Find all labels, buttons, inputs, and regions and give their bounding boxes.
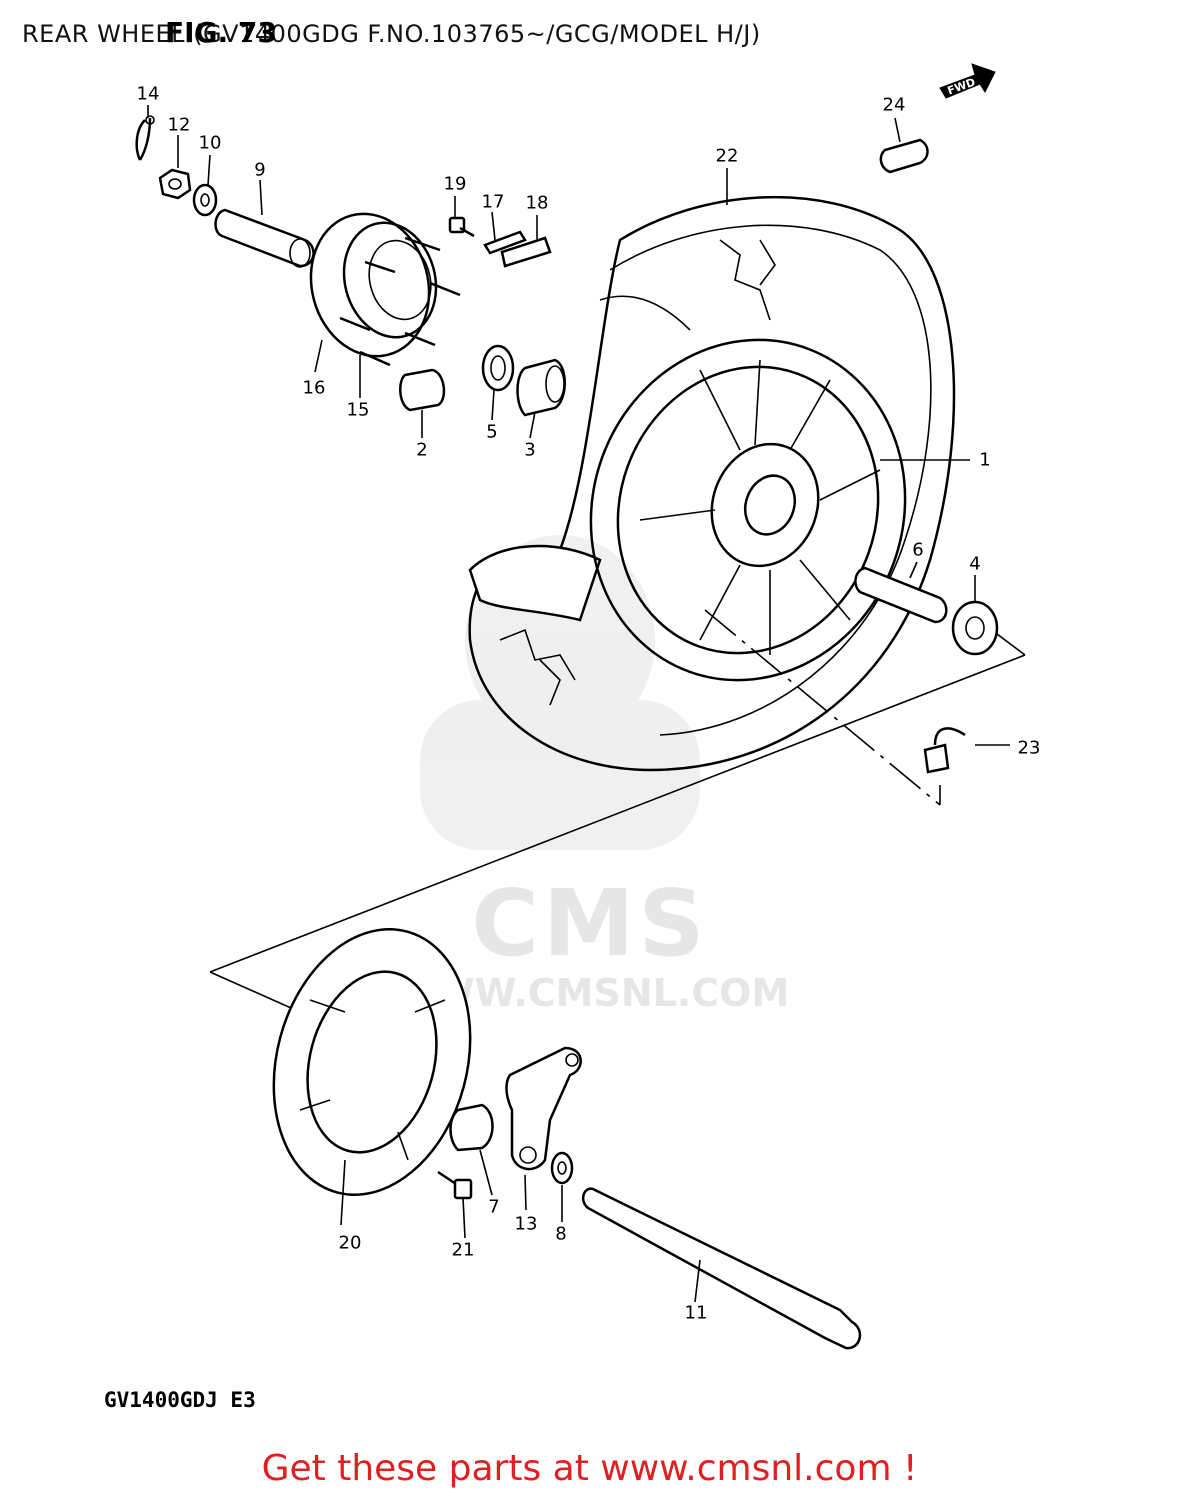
callout-20[interactable]: 20	[338, 1232, 362, 1254]
spacer-6[interactable]	[854, 566, 948, 624]
oil-seal-5[interactable]	[481, 344, 515, 392]
brake-disc[interactable]	[245, 907, 498, 1217]
caliper-bracket[interactable]	[505, 1046, 582, 1171]
callout-18[interactable]: 18	[525, 192, 549, 214]
washer-8[interactable]	[550, 1151, 574, 1185]
balance-weight[interactable]	[879, 138, 929, 174]
callout-19[interactable]: 19	[443, 173, 467, 195]
callout-10[interactable]: 10	[198, 132, 222, 154]
bearing-3[interactable]	[516, 358, 566, 417]
callout-14[interactable]: 14	[136, 83, 160, 105]
cotter-pin[interactable]	[135, 115, 155, 161]
spacer-9[interactable]	[214, 208, 315, 268]
callout-16[interactable]: 16	[302, 377, 326, 399]
spacer-7[interactable]	[449, 1103, 494, 1152]
callout-13[interactable]: 13	[514, 1213, 538, 1235]
lock-plate-17[interactable]	[483, 230, 527, 255]
parts-link[interactable]: Get these parts at www.cmsnl.com !	[261, 1448, 918, 1489]
bolt-19[interactable]	[448, 216, 475, 238]
tire-valve[interactable]	[923, 727, 1010, 774]
rear-axle[interactable]	[581, 1187, 862, 1350]
tire[interactable]	[468, 195, 956, 772]
model-code: GV1400GDJ E3	[104, 1388, 256, 1412]
callout-leader-lines	[147, 105, 976, 1303]
callout-7[interactable]: 7	[488, 1196, 500, 1218]
callout-1[interactable]: 1	[979, 449, 991, 471]
callout-5[interactable]: 5	[486, 421, 498, 443]
callout-3[interactable]: 3	[524, 439, 536, 461]
watermark-brand: CMS	[471, 870, 709, 977]
page-title: REAR WHEEL (GV1400GDG F.NO.103765~/GCG/M…	[22, 20, 761, 48]
rear-wheel-rim[interactable]	[544, 295, 953, 724]
callout-4[interactable]: 4	[969, 553, 981, 575]
callout-23[interactable]: 23	[1017, 737, 1041, 759]
figure-number: FIG. 73	[165, 16, 277, 49]
spacer-2[interactable]	[399, 368, 446, 412]
callout-21[interactable]: 21	[451, 1239, 475, 1261]
forward-direction-arrow-icon	[939, 63, 996, 99]
callout-22[interactable]: 22	[715, 145, 739, 167]
callout-11[interactable]: 11	[684, 1302, 708, 1324]
washer-10[interactable]	[192, 183, 218, 217]
callout-2[interactable]: 2	[416, 439, 428, 461]
callout-8[interactable]: 8	[555, 1223, 567, 1245]
callout-15[interactable]: 15	[346, 399, 370, 421]
wheel-drive-hub[interactable]	[295, 200, 461, 369]
disc-bolt-21[interactable]	[437, 1170, 473, 1200]
callout-17[interactable]: 17	[481, 191, 505, 213]
bearing-4[interactable]	[951, 600, 999, 656]
callout-24[interactable]: 24	[882, 94, 906, 116]
damper-18[interactable]	[500, 236, 552, 268]
castle-nut[interactable]	[158, 168, 192, 200]
assembly-guide-lines	[209, 609, 1026, 1013]
callout-9[interactable]: 9	[254, 159, 266, 181]
callout-12[interactable]: 12	[167, 114, 191, 136]
callout-6[interactable]: 6	[912, 539, 924, 561]
